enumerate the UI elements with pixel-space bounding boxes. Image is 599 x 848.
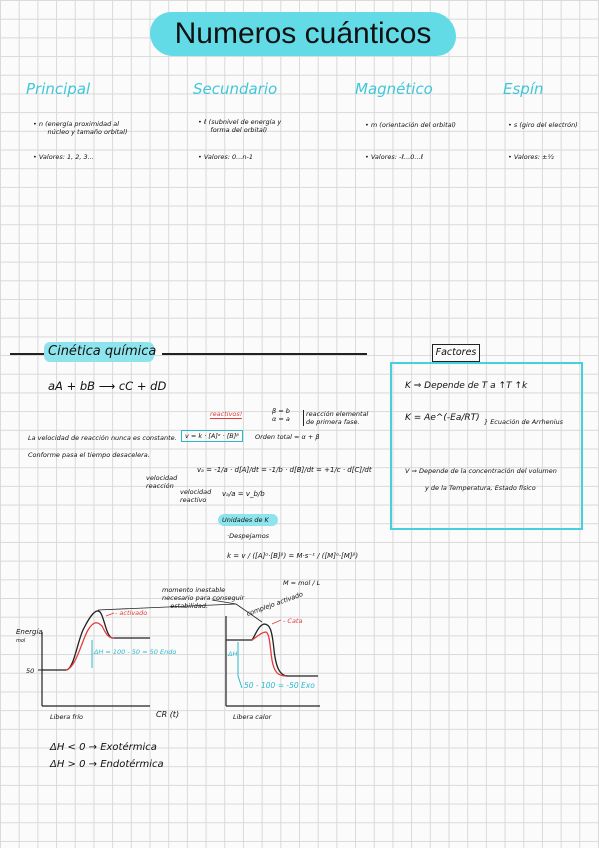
title-highlight: Numeros cuánticos <box>150 12 456 56</box>
cata-label: - Cata <box>283 617 303 625</box>
libera-calor: Libera calor <box>233 713 272 721</box>
factors-label: Factores <box>432 344 480 362</box>
desc-line1: La velocidad de reacción nunca es consta… <box>28 434 177 442</box>
rate-equation: vₐ = -1/a · d[A]/dt = -1/b · d[B]/dt = +… <box>197 466 372 474</box>
factor-line1: K ⇒ Depende de T a ↑T ↑k <box>405 381 528 391</box>
unidades-highlight <box>218 514 278 526</box>
graph2-catalyst-curve <box>251 631 287 677</box>
dH-axis-label: ΔH <box>228 650 238 658</box>
principal-bullet1: • n (energía proximidad al núcleo y tama… <box>33 120 128 136</box>
divider-right <box>162 353 367 355</box>
unidades-title: Unidades de K <box>222 516 269 524</box>
divider-left <box>10 353 44 355</box>
k-equation: k = v / ([A]ᵅ·[B]ᵝ) = M·s⁻¹ / ([M]ᵅ·[M]ᵝ… <box>227 552 359 560</box>
y50-label: 50 <box>26 667 35 675</box>
rate-law: v = k · [A]ᵅ · [B]ᵝ <box>181 430 243 442</box>
factor-line2: K = Ae^(-Ea/RT) <box>405 413 480 423</box>
page-title: Numeros cuánticos <box>174 17 432 50</box>
heading-secundario: Secundario <box>193 80 278 98</box>
principal-bullet2: • Valores: 1, 2, 3... <box>33 153 94 161</box>
cr-label: CR (t) <box>156 710 180 719</box>
espin-bullet2: • Valores: ±½ <box>508 153 554 161</box>
heading-magnetico: Magnético <box>355 80 433 98</box>
molarity: M = mol / L <box>283 579 321 587</box>
graph1-catalyst-curve <box>65 622 115 671</box>
kinetics-highlight <box>44 342 154 362</box>
factor-line2-note: } Ecuación de Arrhenius <box>484 418 564 426</box>
thermo-line2: ΔH > 0 → Endotérmica <box>50 759 164 770</box>
factor-line3a: V ⇒ Depende de la concentración del volu… <box>405 467 557 475</box>
dH-endo: ΔH = 100 - 50 = 50 Endo <box>94 648 177 656</box>
reactivos-label: reactivos! <box>210 410 243 419</box>
desc-line2: Conforme pasa el tiempo desacelera. <box>28 451 150 459</box>
kinetics-heading: Cinética química <box>48 344 157 359</box>
despejamos: ·Despejamos <box>227 532 270 540</box>
factors-box <box>390 362 583 530</box>
velocidad-reaccion-label: velocidad reacción <box>146 474 178 490</box>
magnetico-bullet2: • Valores: -ℓ...0...ℓ <box>365 153 424 161</box>
magnetico-bullet1: • m (orientación del orbital) <box>365 121 456 129</box>
factor-line3b: y de la Temperatura, Estado físico <box>425 484 536 492</box>
thermo-line1: ΔH < 0 → Exotérmica <box>50 742 157 753</box>
rate-equation2: vₐ/a = v_b/b <box>222 490 265 498</box>
orden-total: Orden total = α + β <box>255 433 320 441</box>
libera-frio: Libera frío <box>50 713 84 721</box>
activado-label: - activado <box>115 609 148 617</box>
velocidad-reactivo-label: velocidad reactivo <box>180 488 212 504</box>
dH-exo: 50 - 100 = -50 Exo <box>244 681 315 690</box>
secundario-bullet1: • ℓ (subnivel de energía y forma del orb… <box>198 118 282 134</box>
espin-bullet1: • s (giro del electrón) <box>508 121 578 129</box>
graph2-curve <box>226 623 318 677</box>
graph1-curve <box>42 610 150 671</box>
secundario-bullet2: • Valores: 0...n-1 <box>198 153 253 161</box>
heading-espin: Espín <box>503 80 544 98</box>
reaction-equation: aA + bB ⟶ cC + dD <box>48 379 167 393</box>
heading-principal: Principal <box>26 80 91 98</box>
